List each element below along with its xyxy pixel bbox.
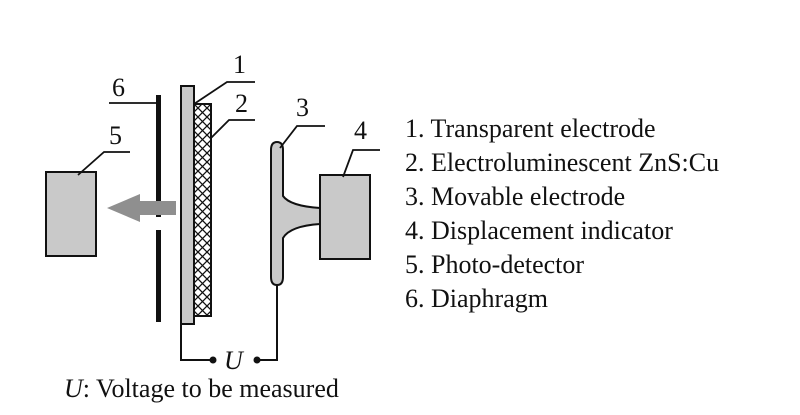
photo-detector: [45, 171, 97, 257]
light-arrow: [107, 194, 176, 222]
diaphragm: [156, 95, 161, 322]
caption: U: Voltage to be measured: [64, 374, 339, 404]
caption-symbol: U: [64, 374, 83, 403]
legend-item-displacement-indicator: 4. Displacement indicator: [405, 216, 673, 245]
transparent-electrode: [180, 85, 195, 325]
caption-text: : Voltage to be measured: [82, 374, 339, 403]
legend-item-transparent-electrode: 1. Transparent electrode: [405, 114, 656, 143]
legend-list: 1. Transparent electrode 2. Electrolumin…: [405, 112, 719, 316]
callout-4: 4: [354, 116, 367, 145]
displacement-indicator: [319, 174, 371, 260]
legend-item-photo-detector: 5. Photo-detector: [405, 250, 585, 279]
voltage-symbol: U: [224, 346, 245, 375]
callout-5: 5: [109, 121, 122, 150]
terminal-right: [253, 356, 261, 364]
callout-1: 1: [233, 50, 246, 79]
callout-3: 3: [296, 93, 309, 122]
electroluminescent-layer: [193, 103, 212, 317]
movable-electrode: [270, 141, 321, 286]
legend-item-electroluminescent: 2. Electroluminescent ZnS:Cu: [405, 148, 720, 177]
callout-2: 2: [235, 89, 248, 118]
legend-item-diaphragm: 6. Diaphragm: [405, 284, 548, 313]
circuit-wires: [180, 285, 278, 361]
legend-item-movable-electrode: 3. Movable electrode: [405, 182, 626, 211]
leader-lines: [77, 81, 380, 178]
callout-6: 6: [112, 73, 125, 102]
terminal-left: [209, 356, 217, 364]
